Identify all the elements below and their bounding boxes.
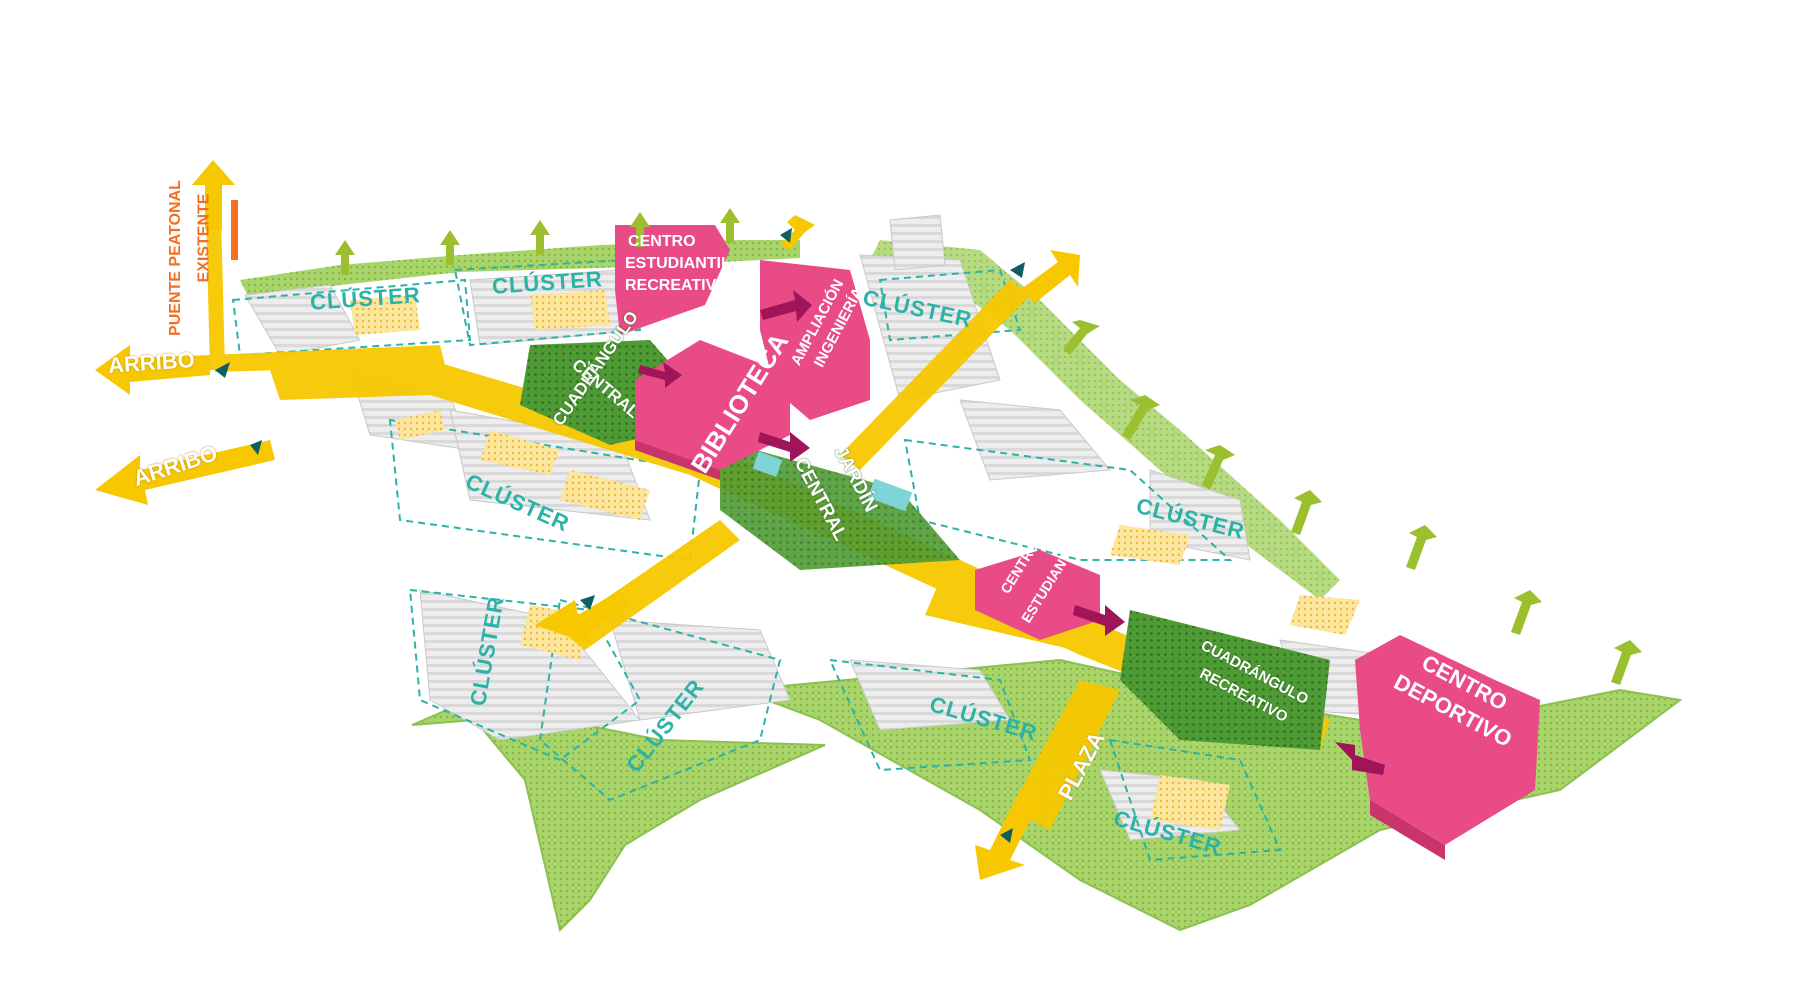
cluster-outlines [231,258,1282,862]
outward-arrow [1611,640,1642,685]
flow-arrow [1335,742,1385,775]
teal-pointers [215,228,1025,843]
outward-arrow [630,212,650,247]
courtyard [480,430,560,475]
flow-arrow [1073,605,1125,636]
courtyard [1150,775,1230,830]
pointer [215,362,230,378]
pointer [780,228,792,243]
cluster-outline-north-mid [878,268,1022,342]
flow-arrow [758,432,810,462]
outward-arrow [1063,320,1100,355]
outward-arrow [1291,490,1322,535]
cluster-outline-w [388,418,702,562]
courtyard [1110,525,1190,565]
grey-building [959,399,1111,481]
arrow-arribo-upper [95,345,210,395]
courtyards [350,290,1360,830]
outward-arrow [335,240,355,275]
green-ground-southwest [411,698,826,932]
arrow-northeast [1020,250,1080,303]
pointer [580,595,595,610]
flow-arrow [760,290,812,322]
outward-arrow [530,220,550,255]
courtyard [560,470,650,520]
outward-arrow [1406,525,1437,570]
cluster-outline-se [1108,738,1282,862]
centro-deportivo-building-side [1370,800,1445,860]
puente-peatonal-bar [231,200,238,260]
cluster-outline-s [828,658,1032,772]
pointer [1000,828,1013,843]
arrow-southwest [535,590,630,645]
outward-arrows [335,208,1642,685]
pool [752,451,783,477]
flow-arrow [638,362,682,388]
outward-arrow [440,230,460,265]
courtyard [530,290,610,330]
outward-arrow [1122,395,1160,440]
centro-estudiantil-recreativo-building [615,225,730,335]
arrow-north-puente [192,160,235,230]
courtyard [350,295,420,335]
path-north-east [840,280,1030,470]
biblioteca-building-side [635,440,720,480]
flow-arrows [638,290,1385,775]
cuadrangulo-recreativo-area [1120,610,1330,750]
outward-arrow [720,208,740,243]
centro-estudiantil-building [975,550,1100,640]
pool [867,478,913,512]
courtyard [1290,595,1360,635]
jardin-central-area [720,440,960,570]
pointer [250,440,262,455]
path-plaza-south [1010,680,1120,830]
arrow-arribo-lower [95,440,275,505]
grey-building [609,619,791,721]
grey-building [244,284,361,356]
courtyard [395,410,445,440]
key-buildings [615,225,1540,860]
grey-building [849,659,1011,731]
centro-deportivo-building [1355,635,1540,845]
outward-arrow [1202,445,1235,490]
grey-building [889,214,946,271]
pointer [1010,262,1025,278]
outward-arrow [1511,590,1542,635]
cluster-outline-n [453,258,642,347]
path-arribo-upper [210,345,445,372]
cluster-outline-nw [231,278,472,357]
